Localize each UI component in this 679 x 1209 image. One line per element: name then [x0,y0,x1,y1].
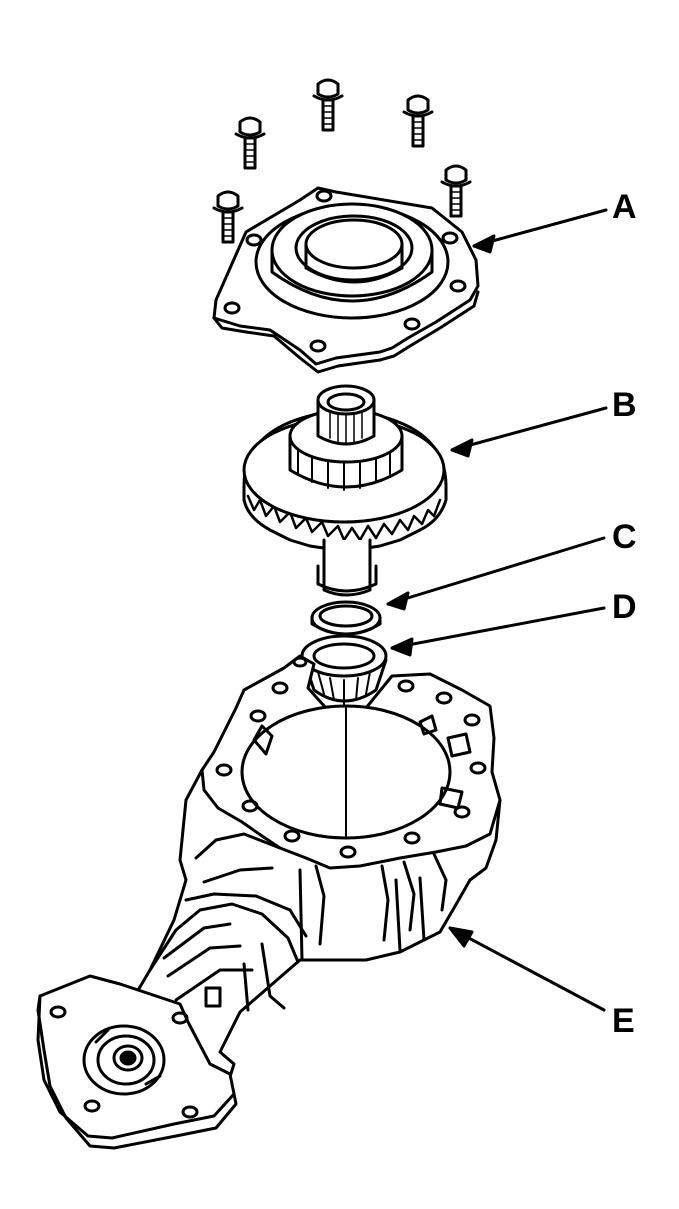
label-c: C [612,518,637,556]
part-b-ring-gear [242,384,448,597]
leader-arrow-b [450,406,608,458]
part-a-cover-plate [212,186,480,374]
bolt [234,116,266,170]
label-e: E [612,1002,635,1040]
leader-arrow-c [386,536,606,611]
bolt [312,78,344,132]
leader-arrow-d [390,606,606,657]
label-b: B [612,386,637,424]
bolt [402,94,434,148]
part-d-roller-bearing [300,634,388,705]
part-e-housing [36,654,502,1150]
label-a: A [612,188,637,226]
part-c-shim-ring [310,600,382,636]
leader-arrow-a [472,208,608,254]
part-labels: A B C D E [612,188,637,1040]
leader-arrow-e [448,926,606,1012]
bolt [212,190,244,244]
leader-lines [386,208,608,1012]
bolt [440,164,472,218]
label-d: D [612,588,637,626]
